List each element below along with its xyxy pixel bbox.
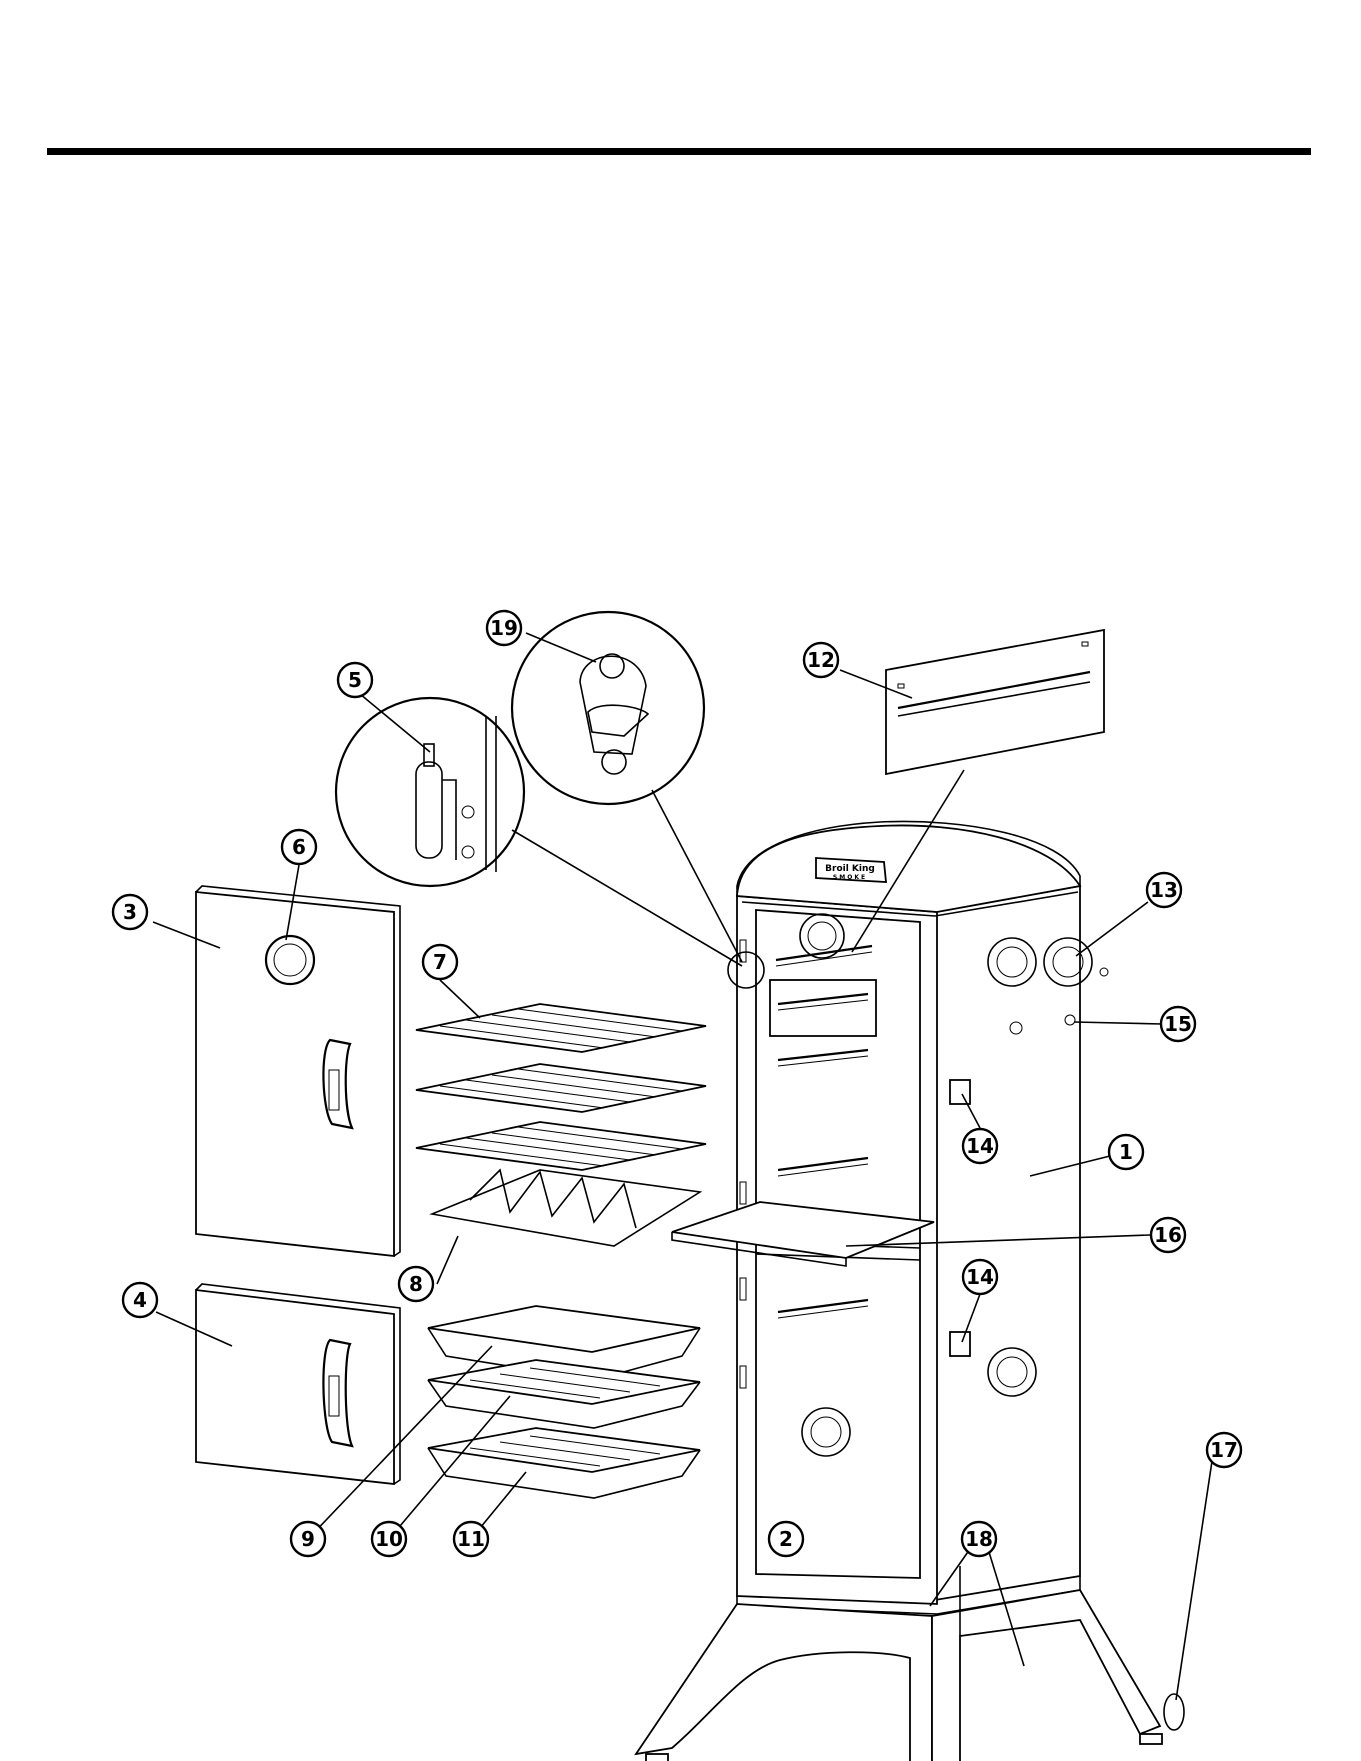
callout-1: 1 — [1109, 1135, 1143, 1169]
callout-18: 18 — [962, 1522, 996, 1556]
callout-label: 13 — [1150, 878, 1178, 902]
callout-label: 9 — [301, 1527, 315, 1551]
callout-label: 7 — [433, 950, 447, 974]
callout-label: 18 — [965, 1527, 993, 1551]
callout-11: 11 — [454, 1522, 488, 1556]
pans — [428, 1306, 700, 1498]
callout-8: 8 — [399, 1267, 433, 1301]
brand-sub: SMOKE — [833, 874, 867, 881]
callout-17: 17 — [1207, 1433, 1241, 1467]
upper-door — [196, 886, 400, 1256]
callout-15: 15 — [1161, 1007, 1195, 1041]
callout-label: 3 — [123, 900, 137, 924]
callout-14a: 14 — [963, 1129, 997, 1163]
latch-detail — [512, 612, 742, 962]
callout-6: 6 — [282, 830, 316, 864]
brand-name: Broil King — [825, 864, 875, 874]
callout-19: 19 — [487, 611, 521, 645]
callout-3: 3 — [113, 895, 147, 929]
callout-label: 16 — [1154, 1223, 1182, 1247]
callout-10: 10 — [372, 1522, 406, 1556]
callout-14b: 14 — [963, 1260, 997, 1294]
lower-door — [196, 1284, 400, 1484]
smoker-cabinet: Broil King SMOKE — [672, 821, 1108, 1614]
callout-label: 11 — [457, 1527, 485, 1551]
callout-label: 19 — [490, 616, 518, 640]
callout-label: 10 — [375, 1527, 403, 1551]
header-rule — [47, 148, 1311, 155]
callout-9: 9 — [291, 1522, 325, 1556]
callout-2: 2 — [769, 1522, 803, 1556]
callout-label: 12 — [807, 648, 835, 672]
callout-5: 5 — [338, 663, 372, 697]
brand-plate: Broil King SMOKE — [816, 858, 886, 882]
callout-label: 14 — [966, 1265, 994, 1289]
callout-4: 4 — [123, 1283, 157, 1317]
callout-label: 8 — [409, 1272, 423, 1296]
callout-13: 13 — [1147, 873, 1181, 907]
callout-label: 4 — [133, 1288, 147, 1312]
callout-label: 17 — [1210, 1438, 1238, 1462]
callout-label: 6 — [292, 835, 306, 859]
callout-label: 2 — [779, 1527, 793, 1551]
callout-12: 12 — [804, 643, 838, 677]
callout-16: 16 — [1151, 1218, 1185, 1252]
cooking-racks — [416, 1004, 706, 1170]
rib-rack — [432, 1170, 700, 1246]
callout-label: 14 — [966, 1134, 994, 1158]
callout-label: 15 — [1164, 1012, 1192, 1036]
callout-7: 7 — [423, 945, 457, 979]
callout-label: 5 — [348, 668, 362, 692]
callout-label: 1 — [1119, 1140, 1133, 1164]
